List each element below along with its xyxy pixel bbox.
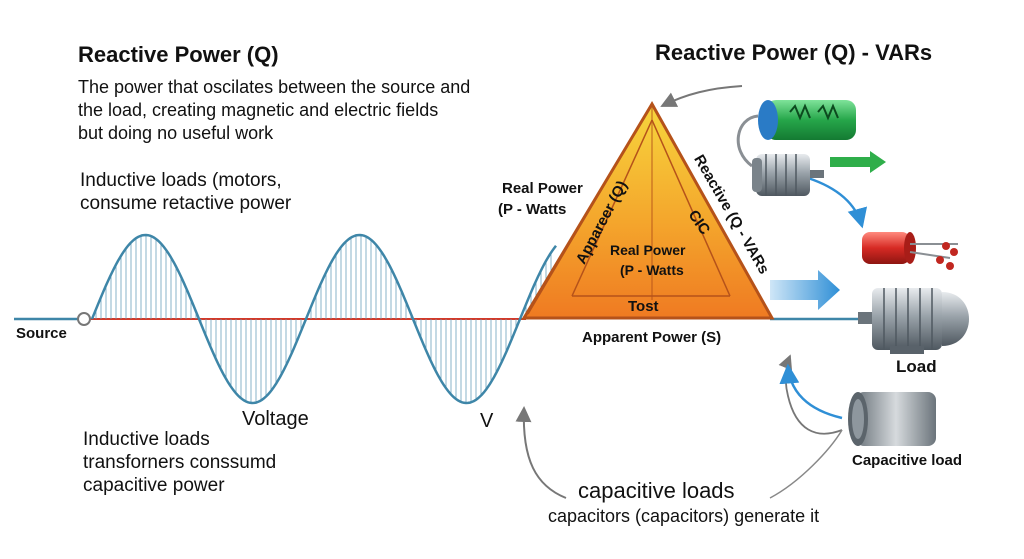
capacitive-line-2: capacitors (capacitors) generate it [548,506,820,526]
description-line-1: The power that oscilates between the sou… [78,77,471,97]
title-left: Reactive Power (Q) [78,42,279,67]
real-power-outer-line-2: (P - Watts [498,201,567,218]
tost-label: Tost [628,298,659,315]
load-motor [858,288,969,354]
arrow-to-v-label [515,406,567,499]
load-label: Load [896,357,937,376]
small-motor [752,154,824,196]
inductive-bottom-line-2: transforners conssumd [83,452,277,473]
flow-arrow-green [830,151,886,173]
triangle-inner-lines [527,103,653,315]
real-power-outer-line-1: Real Power [502,180,583,197]
capacitive-line-1: capacitive loads [578,478,735,503]
wave-hatching [95,235,552,403]
description-line-2: the load, creating magnetic and electric… [78,100,439,120]
red-capacitor [862,232,958,270]
inductor-cylinder [736,100,856,168]
inductive-bottom-line-1: Inductive loads [83,429,210,450]
triangle-inner-left [571,119,653,297]
arrow-motor-to-red [807,176,868,229]
inductive-top-line-1: Inductive loads (motors, [80,170,282,191]
arrow-to-triangle [660,85,743,107]
capacitive-load-cylinder [848,392,936,446]
voltage-label: Voltage [242,408,309,430]
description-line-3: but doing no useful work [78,123,274,143]
arrow-capacitor-to-load [778,354,843,435]
apparent-power-label: Apparent Power (S) [582,329,722,346]
flow-arrow-blue [770,270,840,310]
real-power-inner-line-2: (P - Watts [620,262,684,278]
voltage-wave [90,233,557,405]
inductive-bottom-line-3: capacitive power [83,475,225,496]
triangle-inner-right [651,119,731,297]
source-terminal [77,312,91,326]
real-power-inner-line-1: Real Power [610,242,686,258]
arrow-load-return [779,363,843,420]
power-triangle [521,101,775,320]
v-label: V [480,410,494,432]
inductive-top-line-2: consume retactive power [80,193,292,214]
capacitive-load-label: Capacitive load [852,452,963,469]
title-right: Reactive Power (Q) - VARs [655,40,933,65]
source-label: Source [16,325,67,342]
arrow-cap-to-text [769,429,843,499]
